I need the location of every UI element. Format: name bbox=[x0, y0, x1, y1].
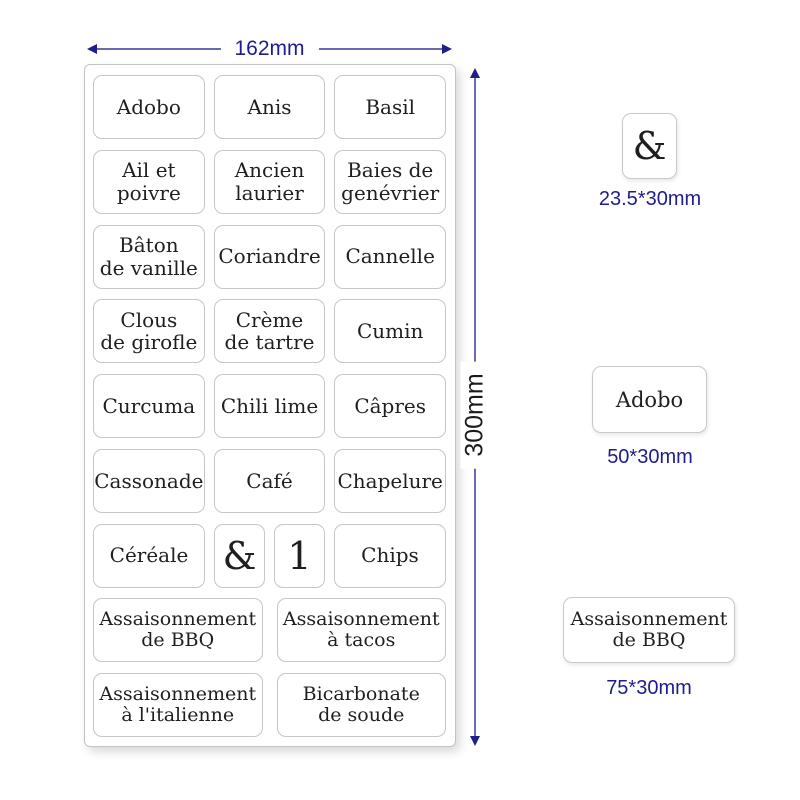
size-caption: 23.5*30mm bbox=[598, 188, 702, 210]
label-text: Chili lime bbox=[220, 393, 319, 418]
label-text: Cassonade bbox=[94, 468, 204, 493]
width-dimension-label: 162mm bbox=[220, 37, 319, 61]
label-text: de girofle bbox=[100, 330, 198, 355]
spice-label-cell: Assaisonnement de BBQ bbox=[93, 598, 263, 663]
spice-label-cell: Curcuma bbox=[93, 374, 205, 438]
spice-label-cell: Coriandre bbox=[213, 224, 326, 289]
label-text: Assaisonnement bbox=[570, 607, 728, 630]
label-text: Clous bbox=[120, 307, 178, 332]
sample-label-medium: Adobo bbox=[592, 366, 707, 433]
spice-label-cell: Assaisonnement à l'italienne bbox=[93, 673, 263, 737]
spice-label-cell: Ancien laurier bbox=[213, 149, 326, 214]
label-text: Bicarbonate bbox=[302, 682, 420, 705]
spice-label-cell: Câpres bbox=[334, 374, 447, 438]
spice-label-cell: Cassonade bbox=[93, 448, 205, 513]
label-text: Basil bbox=[365, 94, 416, 119]
label-row: Céréale & 1 Chips bbox=[93, 523, 446, 588]
label-text: Adobo bbox=[615, 387, 684, 412]
ampersand-label-cell: & bbox=[214, 523, 265, 588]
label-text: Cumin bbox=[356, 319, 424, 344]
label-text: Curcuma bbox=[102, 393, 196, 418]
label-text: Baies de bbox=[347, 158, 434, 183]
size-caption: 50*30mm bbox=[607, 446, 693, 468]
height-dimension-label: 300mm bbox=[460, 361, 490, 469]
size-caption: 75*30mm bbox=[606, 677, 692, 699]
label-text: Anis bbox=[247, 94, 292, 119]
arrow-down-icon bbox=[470, 736, 480, 746]
spice-label-cell: Anis bbox=[213, 75, 326, 139]
label-text: Assaisonnement bbox=[99, 682, 257, 705]
spice-label-cell: Café bbox=[213, 448, 326, 513]
label-text: de soude bbox=[318, 704, 405, 726]
spice-label-cell: Chili lime bbox=[213, 374, 326, 438]
label-text: laurier bbox=[235, 180, 304, 205]
spice-label-cell: Ail et poivre bbox=[93, 149, 205, 214]
spice-label-cell: Basil bbox=[334, 75, 447, 139]
arrow-left-icon bbox=[87, 44, 97, 54]
label-text: genévrier bbox=[341, 180, 440, 205]
label-text: Ail et bbox=[122, 158, 176, 183]
height-dimension: 300mm bbox=[460, 68, 490, 746]
arrow-up-icon bbox=[470, 68, 480, 78]
label-row: Adobo Anis Basil bbox=[93, 75, 447, 139]
spice-label-cell: Cumin bbox=[334, 299, 447, 364]
label-text: à l'italienne bbox=[121, 704, 235, 726]
spice-label-cell: Adobo bbox=[93, 75, 205, 139]
spice-label-cell: Chapelure bbox=[334, 448, 447, 513]
label-text: de tartre bbox=[224, 330, 315, 355]
label-text: Cannelle bbox=[345, 244, 435, 269]
label-text: Céréale bbox=[109, 543, 189, 568]
label-text: & bbox=[632, 124, 667, 168]
label-row: Bâton de vanille Coriandre Cannelle bbox=[93, 224, 447, 289]
spice-label-cell: Bâton de vanille bbox=[93, 224, 205, 289]
spice-label-cell: Céréale bbox=[93, 523, 205, 588]
label-text: 1 bbox=[287, 533, 312, 578]
number-label-cell: 1 bbox=[274, 523, 325, 588]
label-text: de BBQ bbox=[141, 629, 215, 652]
width-dimension: 162mm bbox=[87, 37, 452, 61]
label-row: Ail et poivre Ancien laurier Baies de ge… bbox=[93, 149, 447, 214]
label-text: Coriandre bbox=[218, 244, 321, 269]
label-text: Assaisonnement bbox=[99, 607, 257, 630]
label-text: poivre bbox=[116, 180, 181, 205]
label-text: de BBQ bbox=[612, 629, 686, 651]
spice-label-cell: Bicarbonate de soude bbox=[276, 673, 446, 737]
label-row: Clous de girofle Crème de tartre Cumin bbox=[93, 299, 447, 364]
label-sheet: Adobo Anis Basil Ail et poivre Ancien la… bbox=[84, 64, 456, 747]
label-text: Café bbox=[246, 468, 293, 493]
spice-label-cell: Crème de tartre bbox=[213, 299, 326, 364]
label-text: Adobo bbox=[116, 94, 181, 119]
label-row: Assaisonnement de BBQ Assaisonnement à t… bbox=[93, 598, 446, 663]
label-text: Chips bbox=[361, 543, 419, 568]
label-text: & bbox=[222, 533, 257, 578]
spice-label-cell: Chips bbox=[334, 523, 446, 588]
label-row: Cassonade Café Chapelure bbox=[93, 448, 447, 513]
label-text: Chapelure bbox=[337, 468, 443, 493]
label-row: Curcuma Chili lime Câpres bbox=[93, 374, 447, 438]
spice-label-cell: Clous de girofle bbox=[93, 299, 205, 364]
label-row: Assaisonnement à l'italienne Bicarbonate… bbox=[93, 673, 446, 737]
sample-label-small: & bbox=[622, 113, 677, 179]
spice-label-cell: Assaisonnement à tacos bbox=[276, 598, 446, 663]
label-text: à tacos bbox=[327, 629, 396, 652]
label-text: Assaisonnement bbox=[282, 607, 440, 630]
arrow-right-icon bbox=[442, 44, 452, 54]
label-text: Ancien bbox=[234, 158, 305, 183]
label-text: Câpres bbox=[354, 393, 427, 418]
label-text: Bâton bbox=[119, 233, 179, 258]
sample-label-large: Assaisonnement de BBQ bbox=[563, 597, 735, 663]
label-text: de vanille bbox=[99, 255, 198, 280]
spice-label-cell: Cannelle bbox=[334, 224, 447, 289]
spice-label-cell: Baies de genévrier bbox=[334, 149, 447, 214]
label-text: Crème bbox=[235, 307, 304, 332]
